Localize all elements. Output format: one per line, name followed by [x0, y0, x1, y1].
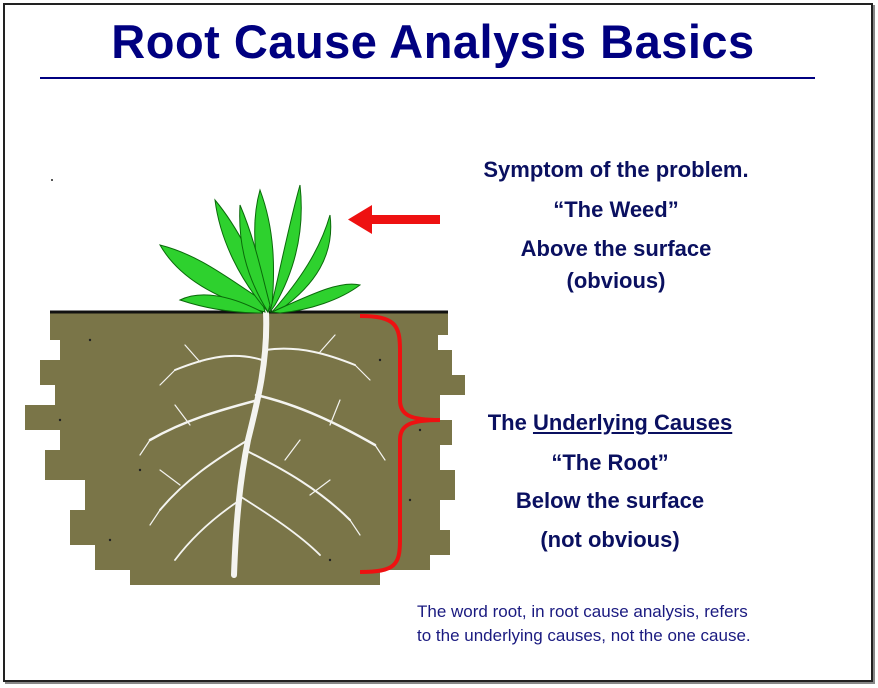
red-bracket	[359, 314, 441, 574]
cause-line-4: (not obvious)	[540, 527, 680, 552]
symptom-line-3: Above the surface	[520, 236, 712, 261]
footnote-line-1: The word root, in root cause analysis, r…	[417, 602, 748, 621]
cause-underlined: Underlying Causes	[532, 410, 733, 435]
symptom-line-2: “The Weed”	[553, 197, 679, 222]
cause-line-1: The Underlying Causes	[430, 410, 790, 436]
symptom-line-4: (obvious)	[566, 268, 666, 293]
symptom-line-1: Symptom of the problem.	[483, 157, 749, 182]
title-divider	[40, 77, 815, 79]
cause-line-3: Below the surface	[515, 488, 705, 513]
slide-frame	[3, 3, 873, 682]
footnote-line-2: to the underlying causes, not the one ca…	[417, 626, 751, 645]
weed	[158, 184, 362, 314]
footnote: The word root, in root cause analysis, r…	[417, 600, 751, 648]
red-arrow-icon	[348, 205, 440, 234]
page-title: Root Cause Analysis Basics	[111, 15, 755, 68]
soil-specks	[51, 179, 422, 562]
cause-prefix: The	[487, 410, 533, 435]
roots	[139, 309, 386, 578]
cause-line-2: “The Root”	[551, 450, 669, 475]
